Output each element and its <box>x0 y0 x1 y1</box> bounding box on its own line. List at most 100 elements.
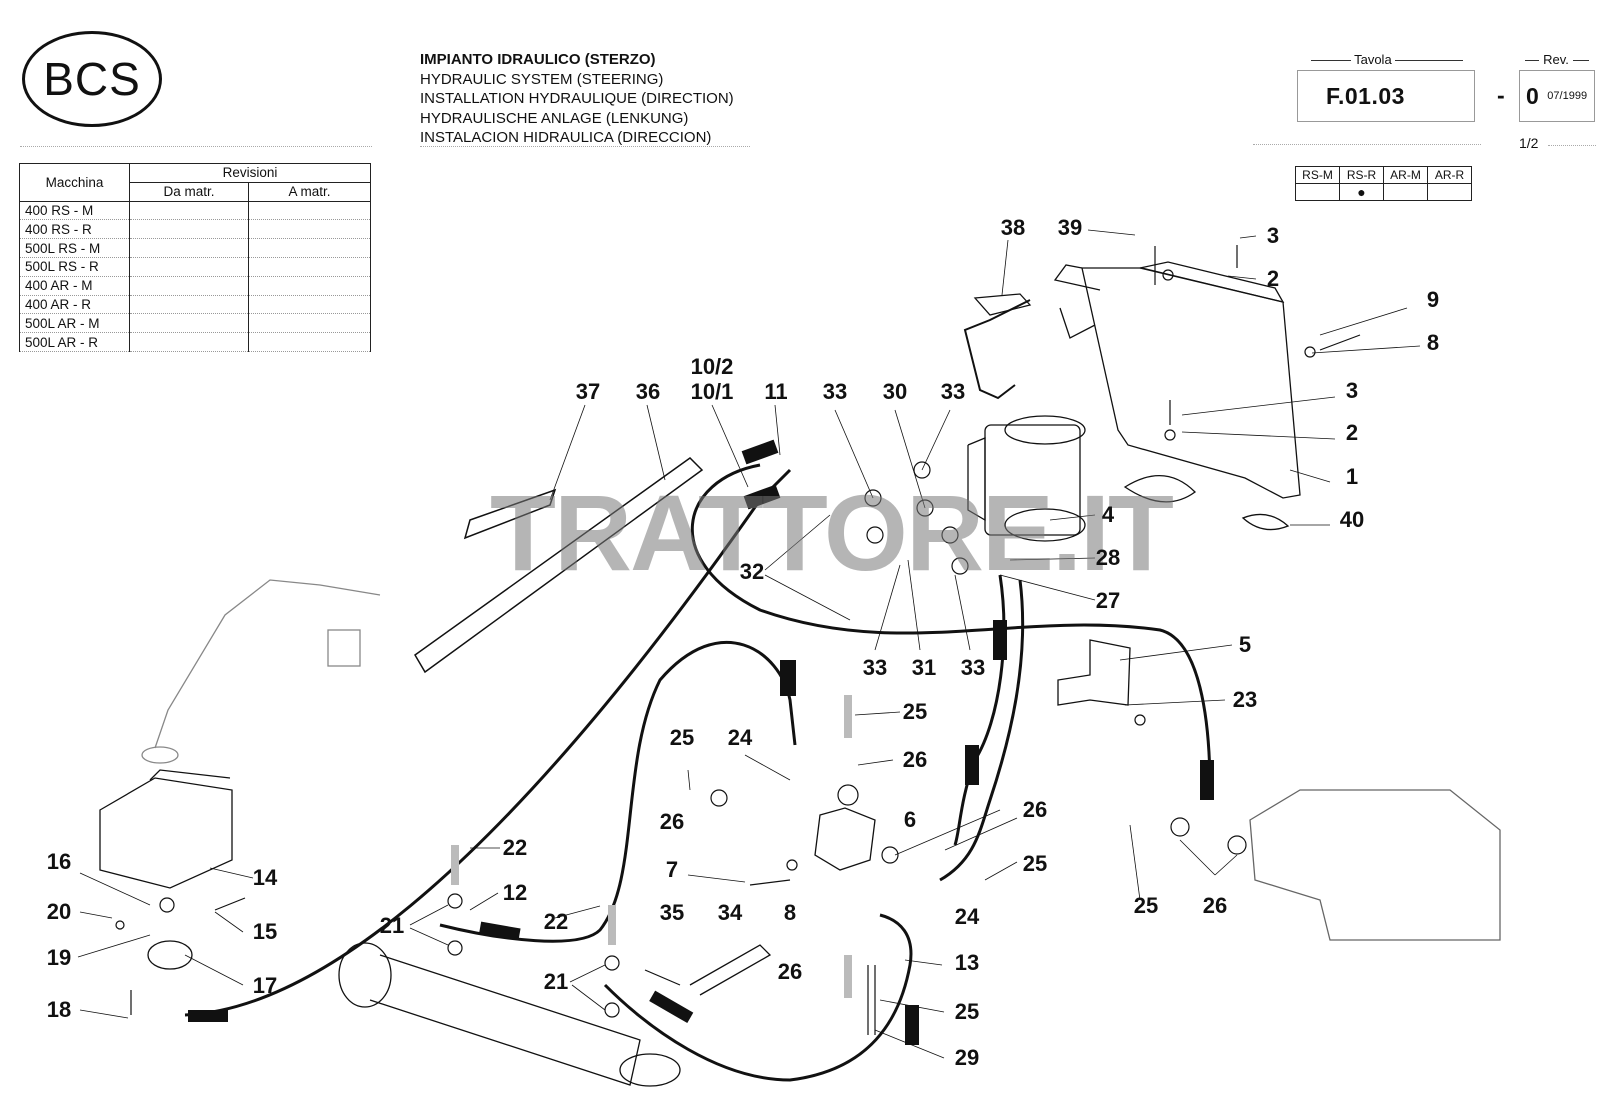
callout: 26 <box>902 747 928 772</box>
header-divider-right <box>1253 144 1481 145</box>
valve-block-6 <box>814 807 876 871</box>
callout: 16 <box>46 849 72 874</box>
variant-ar-r-cell <box>1427 183 1472 201</box>
callout: 39 <box>1057 215 1083 240</box>
callout: 13 <box>954 950 980 975</box>
machine-row: 400 AR - M <box>19 275 130 296</box>
variant-table: RS-M RS-R AR-M AR-R ● <box>1295 166 1472 201</box>
tavola-code: F.01.03 <box>1326 82 1405 109</box>
callout: 34 <box>717 900 743 925</box>
callout: 26 <box>1022 797 1048 822</box>
tavola-label: Tavola <box>1354 52 1392 67</box>
steering-unit <box>967 415 1086 542</box>
callout: 3 <box>1266 223 1280 248</box>
machine-header: Macchina <box>19 163 130 202</box>
callout: 2 <box>1345 420 1359 445</box>
base-plate-40 <box>1123 475 1196 503</box>
callout: 36 <box>635 379 661 404</box>
callout: 32 <box>739 559 765 584</box>
bracket-5 <box>1057 639 1131 706</box>
machine-row: 400 RS - R <box>19 219 130 240</box>
callout: 27 <box>1095 588 1121 613</box>
machine-row: 500L AR - M <box>19 313 130 334</box>
callout: 38 <box>1000 215 1026 240</box>
title-line-es: INSTALACION HIDRAULICA (DIRECCION) <box>420 129 712 146</box>
callout: 33 <box>960 655 986 680</box>
callout: 3 <box>1345 378 1359 403</box>
to-cell <box>248 219 371 240</box>
callout: 15 <box>252 919 278 944</box>
tavola-label-row: Tavola <box>1299 52 1475 67</box>
callout: 5 <box>1238 632 1252 657</box>
callout: 17 <box>252 973 278 998</box>
callout: 24 <box>954 904 980 929</box>
callout: 20 <box>46 899 72 924</box>
watermark: TRATTORE.IT <box>490 472 1174 593</box>
machine-row: 400 AR - R <box>19 294 130 315</box>
callout: 31 <box>911 655 937 680</box>
oil-reservoir <box>99 769 233 970</box>
callout: 25 <box>1133 893 1159 918</box>
callout: 21 <box>379 913 405 938</box>
callout: 37 <box>575 379 601 404</box>
callout: 25 <box>902 699 928 724</box>
machine-row: 500L AR - R <box>19 332 130 352</box>
tavola-box: F.01.03 <box>1297 70 1475 122</box>
revision-table: Macchina Revisioni Da matr. A matr. 400 … <box>19 163 371 352</box>
rev-label-row: Rev. <box>1519 52 1595 67</box>
to-cell <box>248 332 371 352</box>
callout: 7 <box>665 857 679 882</box>
machine-row: 500L RS - M <box>19 238 130 258</box>
callout: 14 <box>252 865 278 890</box>
page-divider <box>1548 145 1596 146</box>
callout: 33 <box>940 379 966 404</box>
callout: 8 <box>1426 330 1440 355</box>
callout: 1 <box>1345 464 1359 489</box>
to-cell <box>248 200 371 221</box>
callout: 25 <box>954 999 980 1024</box>
callout: 35 <box>659 900 685 925</box>
title-line-fr: INSTALLATION HYDRAULIQUE (DIRECTION) <box>420 90 734 107</box>
hydraulic-cylinder <box>338 942 681 1087</box>
callout: 25 <box>669 725 695 750</box>
page-number: 1/2 <box>1519 135 1539 151</box>
rev-value: 0 <box>1526 82 1540 109</box>
callout: 10/2 <box>690 354 734 379</box>
variant-rs-m-label: RS-M <box>1295 166 1340 184</box>
bcs-logo: BCS <box>22 31 162 127</box>
callout: 10/1 <box>690 379 734 404</box>
rev-dash: - <box>1497 82 1506 108</box>
callout: 25 <box>1022 851 1048 876</box>
title-line-it: IMPIANTO IDRAULICO (STERZO) <box>420 51 656 68</box>
title-block: IMPIANTO IDRAULICO (STERZO) HYDRAULIC SY… <box>420 50 734 148</box>
title-line-de: HYDRAULISCHE ANLAGE (LENKUNG) <box>420 109 689 127</box>
rev-box: 0 07/1999 <box>1519 70 1595 122</box>
callout: 23 <box>1232 687 1258 712</box>
callout: 28 <box>1095 545 1121 570</box>
callout: 26 <box>1202 893 1228 918</box>
callout: 26 <box>777 959 803 984</box>
callout: 18 <box>46 997 72 1022</box>
callout: 21 <box>543 969 569 994</box>
title-line-en: HYDRAULIC SYSTEM (STEERING) <box>420 70 664 88</box>
callout: 22 <box>502 835 528 860</box>
steering-bracket <box>1053 261 1301 499</box>
callout: 30 <box>882 379 908 404</box>
machine-row: 500L RS - R <box>19 256 130 277</box>
hydraulic-hoses <box>184 463 1212 1082</box>
to-serial-header: A matr. <box>248 181 371 202</box>
callout: 33 <box>862 655 888 680</box>
logo-text: BCS <box>43 53 141 105</box>
callout: 4 <box>1101 502 1115 527</box>
header-divider-mid <box>420 146 750 147</box>
callout: 26 <box>659 809 685 834</box>
callout: 29 <box>954 1045 980 1070</box>
leader-lines <box>77 229 1421 1059</box>
callout: 22 <box>543 909 569 934</box>
callout: 40 <box>1339 507 1365 532</box>
variant-rs-r-marker: ● <box>1339 183 1384 201</box>
callout: 6 <box>903 807 917 832</box>
callout: 12 <box>502 880 528 905</box>
callout: 9 <box>1426 287 1440 312</box>
